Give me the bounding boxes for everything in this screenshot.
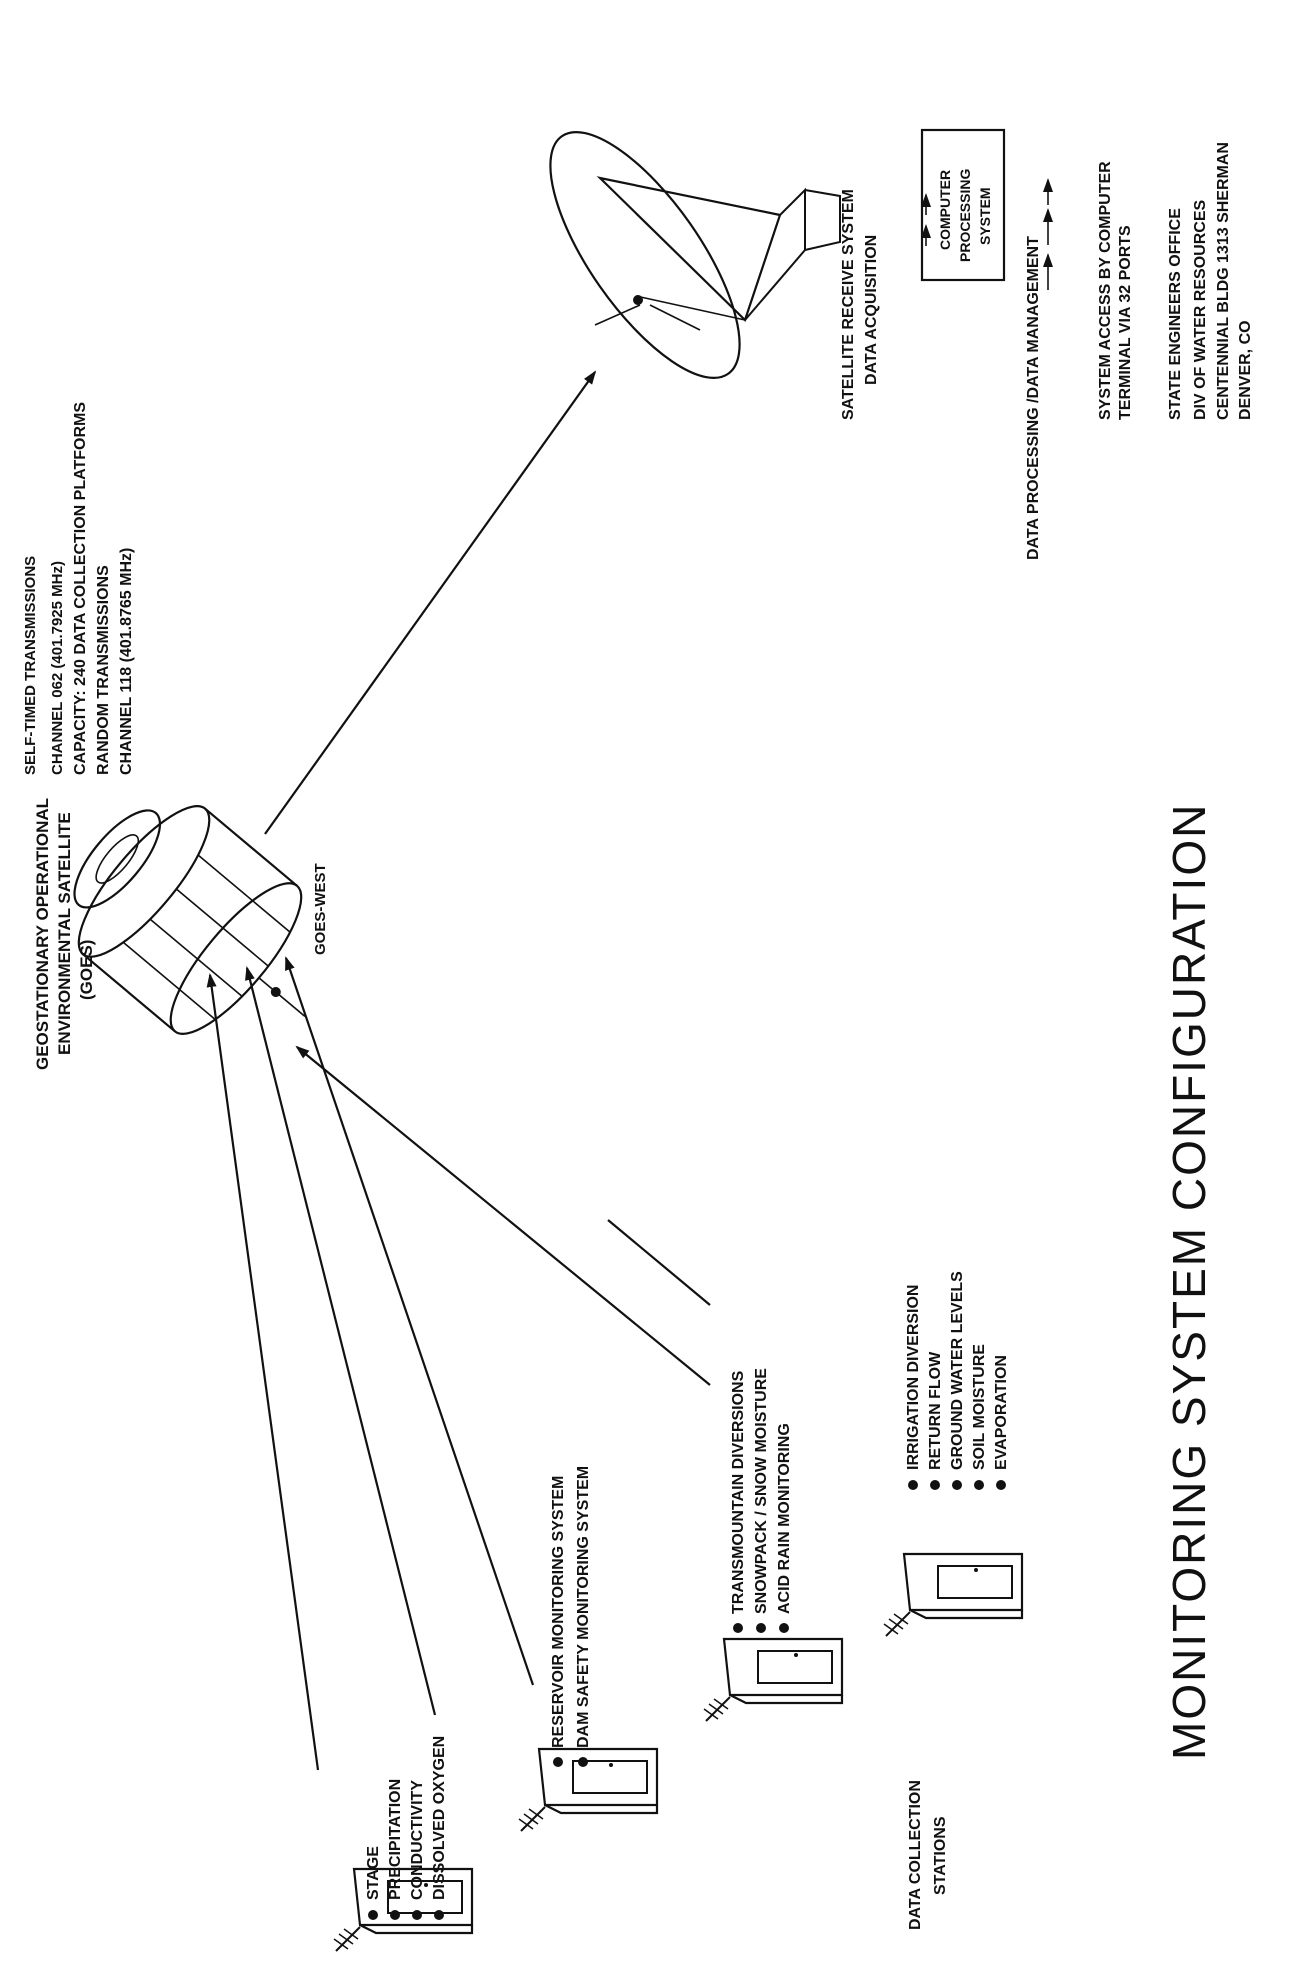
transmission-line-2: CHANNEL 062 (401.7925 MHz): [49, 561, 66, 775]
bullet-item: SNOWPACK / SNOW MOISTURE: [753, 1368, 770, 1633]
bullet-item: RESERVOIR MONITORING SYSTEM: [550, 1476, 567, 1767]
group-1-item-1: STAGE: [365, 1846, 382, 1900]
group-4-item-5: EVAPORATION: [993, 1355, 1010, 1470]
station-icon: [702, 1637, 844, 1723]
bullet-item: STAGE: [365, 1846, 382, 1920]
group-3-item-2: SNOWPACK / SNOW MOISTURE: [753, 1368, 770, 1614]
downlink-arrow: [264, 370, 597, 835]
station-group-3: TRANSMOUNTAIN DIVERSIONS SNOWPACK / SNOW…: [730, 1368, 793, 1633]
receive-label-line-2: DATA ACQUISITION: [863, 235, 880, 385]
access-line-2: TERMINAL VIA 32 PORTS: [1117, 225, 1134, 420]
station-icon: [882, 1552, 1024, 1638]
bullet-item: CONDUCTIVITY: [409, 1780, 426, 1920]
station-group-4: IRRIGATION DIVERSION RETURN FLOW GROUND …: [905, 1271, 1010, 1490]
transmission-line-5: CHANNEL 118 (401.8765 MHz): [118, 548, 135, 775]
office-line-3: CENTENNIAL BLDG 1313 SHERMAN: [1215, 142, 1232, 420]
satellite-name-line-1: GEOSTATIONARY OPERATIONAL: [33, 798, 52, 1070]
station-icon: [517, 1747, 659, 1833]
bullet-item: EVAPORATION: [993, 1355, 1010, 1490]
satellite-dish-icon: [549, 131, 841, 379]
data-management-label: DATA PROCESSING /DATA MANAGEMENT: [1025, 236, 1042, 560]
office-line-4: DENVER, CO: [1237, 320, 1254, 420]
access-line-1: SYSTEM ACCESS BY COMPUTER: [1097, 161, 1114, 420]
group-3-item-3: ACID RAIN MONITORING: [776, 1423, 793, 1614]
stations-label-line-1: DATA COLLECTION: [907, 1780, 924, 1930]
receive-label-line-1: SATELLITE RECEIVE SYSTEM: [840, 189, 857, 420]
uplink-arrow-group-3: [284, 956, 535, 1686]
uplink-arrow-group-2: [245, 966, 437, 1716]
processing-line-1: COMPUTER: [937, 170, 953, 250]
group-4-item-4: SOIL MOISTURE: [971, 1344, 988, 1470]
bullet-item: IRRIGATION DIVERSION: [905, 1285, 922, 1490]
bullet-item: DAM SAFETY MONITORING SYSTEM: [575, 1466, 592, 1767]
bullet-item: PRECIPITATION: [387, 1779, 404, 1920]
satellite-name: GEOSTATIONARY OPERATIONAL ENVIRONMENTAL …: [33, 798, 96, 1070]
station-group-1: STAGE PRECIPITATION CONDUCTIVITY DISSOLV…: [365, 1736, 448, 1920]
bullet-item: DISSOLVED OXYGEN: [431, 1736, 448, 1920]
group-2-item-2: DAM SAFETY MONITORING SYSTEM: [575, 1466, 592, 1748]
office-address: STATE ENGINEERS OFFICE DIV OF WATER RESO…: [1167, 142, 1254, 420]
stations-label: DATA COLLECTION STATIONS: [907, 1780, 949, 1930]
station-icon: [332, 1867, 474, 1953]
transmission-line-1: SELF-TIMED TRANSMISSIONS: [22, 556, 39, 775]
satellite-designation: GOES-WEST: [312, 863, 329, 955]
bullet-item: SOIL MOISTURE: [971, 1344, 988, 1490]
transmission-line-3: CAPACITY: 240 DATA COLLECTION PLATFORMS: [72, 402, 89, 775]
group-3-item-1: TRANSMOUNTAIN DIVERSIONS: [730, 1370, 747, 1614]
processing-line-2: PROCESSING: [957, 169, 973, 262]
system-access-label: SYSTEM ACCESS BY COMPUTER TERMINAL VIA 3…: [1097, 161, 1134, 420]
transmission-line-4: RANDOM TRANSMISSIONS: [95, 565, 112, 775]
satellite-name-line-2: ENVIRONMENTAL SATELLITE: [55, 812, 74, 1055]
processing-line-3: SYSTEM: [977, 187, 993, 245]
group-1-item-4: DISSOLVED OXYGEN: [431, 1736, 448, 1900]
office-line-1: STATE ENGINEERS OFFICE: [1167, 208, 1184, 420]
bullet-item: RETURN FLOW: [927, 1351, 944, 1490]
group-4-item-1: IRRIGATION DIVERSION: [905, 1285, 922, 1471]
satellite-icon: [73, 805, 306, 1035]
station-group-2: RESERVOIR MONITORING SYSTEM DAM SAFETY M…: [550, 1466, 592, 1767]
uplink-arrow-group-4: [295, 1045, 711, 1386]
stations-label-line-2: STATIONS: [932, 1816, 949, 1895]
page-title: MONITORING SYSTEM CONFIGURATION: [1163, 803, 1215, 1760]
bullet-item: GROUND WATER LEVELS: [949, 1271, 966, 1490]
transmission-info: SELF-TIMED TRANSMISSIONS CHANNEL 062 (40…: [22, 402, 135, 775]
receive-system-label: SATELLITE RECEIVE SYSTEM DATA ACQUISITIO…: [840, 189, 880, 420]
office-line-2: DIV OF WATER RESOURCES: [1192, 200, 1209, 420]
group-4-item-3: GROUND WATER LEVELS: [949, 1271, 966, 1470]
bullet-item: ACID RAIN MONITORING: [776, 1423, 793, 1633]
group-4-item-2: RETURN FLOW: [927, 1351, 944, 1470]
satellite-name-line-3: (GOES): [77, 940, 96, 1000]
uplink-arrow-group-1: [206, 973, 320, 1771]
uplink-arrow-group-5: [607, 1219, 711, 1306]
group-2-item-1: RESERVOIR MONITORING SYSTEM: [550, 1476, 567, 1748]
bullet-item: TRANSMOUNTAIN DIVERSIONS: [730, 1370, 747, 1633]
